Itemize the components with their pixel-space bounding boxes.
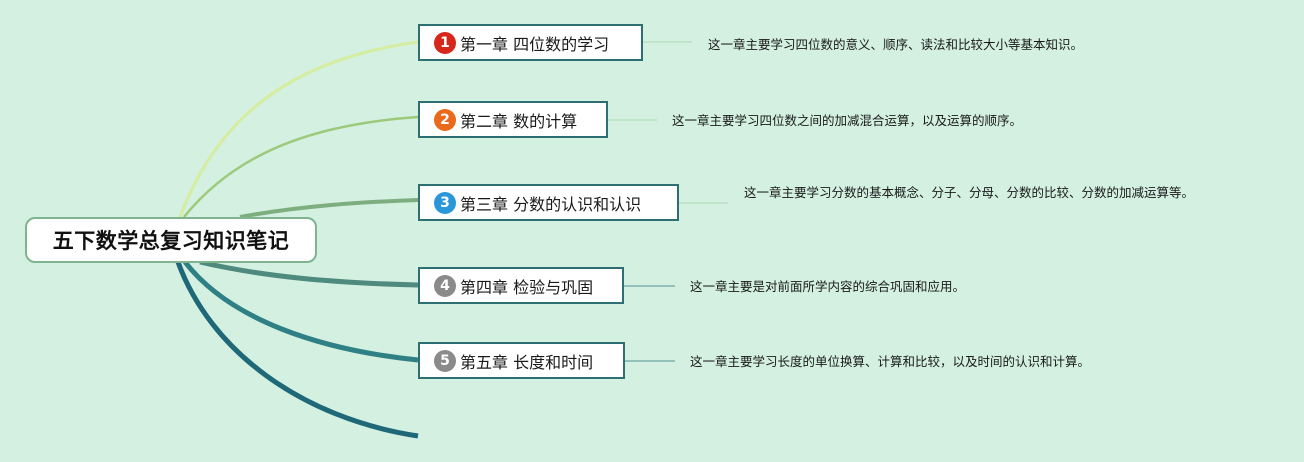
branch-4 — [199, 259, 419, 288]
topic-note-2: 这一章主要学习四位数之间的加减混合运算，以及运算的顺序。 — [672, 113, 1023, 128]
topic-note-1: 这一章主要学习四位数的意义、顺序、读法和比较大小等基本知识。 — [708, 37, 1084, 52]
topic-note-4: 这一章主要是对前面所学内容的综合巩固和应用。 — [690, 279, 966, 294]
branch-6 — [175, 261, 419, 439]
topic-node-3[interactable]: 3 第三章 分数的认识和认识 — [418, 184, 679, 221]
topic-node-1[interactable]: 1 第一章 四位数的学习 — [418, 24, 643, 61]
branch-1 — [178, 40, 419, 218]
topic-label-1: 第一章 四位数的学习 — [460, 34, 610, 54]
branch-2 — [183, 115, 419, 218]
number-badge-1: 1 — [434, 31, 456, 54]
number-badge-5: 5 — [434, 349, 456, 372]
topic-node-2[interactable]: 2 第二章 数的计算 — [418, 101, 608, 138]
number-badge-3: 3 — [434, 191, 456, 214]
topic-node-4[interactable]: 4 第四章 检验与巩固 — [418, 267, 624, 304]
topic-node-5[interactable]: 5 第五章 长度和时间 — [418, 342, 625, 379]
topic-label-4: 第四章 检验与巩固 — [460, 277, 594, 297]
branch-3 — [239, 198, 419, 219]
topic-note-3: 这一章主要学习分数的基本概念、分子、分母、分数的比较、分数的加减运算等。 — [744, 185, 1195, 200]
topic-note-5: 这一章主要学习长度的单位换算、计算和比较，以及时间的认识和计算。 — [690, 354, 1091, 369]
topic-label-3: 第三章 分数的认识和认识 — [460, 194, 642, 214]
root-node[interactable]: 五下数学总复习知识笔记 — [25, 217, 317, 263]
number-badge-2: 2 — [434, 108, 456, 131]
topic-label-5: 第五章 长度和时间 — [460, 352, 594, 372]
topic-label-2: 第二章 数的计算 — [460, 111, 578, 131]
number-badge-4: 4 — [434, 274, 456, 297]
branch-5 — [183, 260, 419, 363]
